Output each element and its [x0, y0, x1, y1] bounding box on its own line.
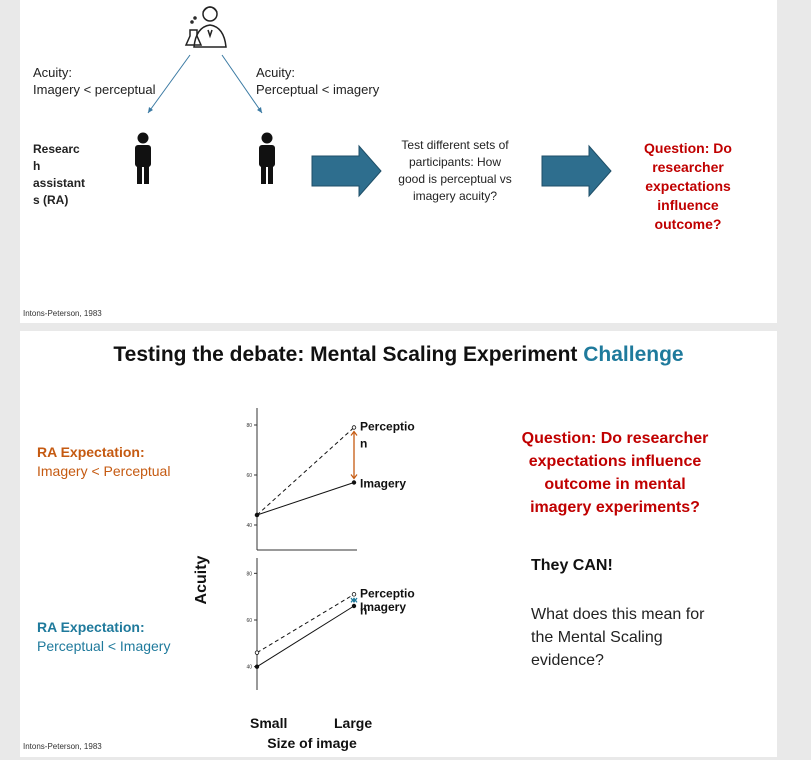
- x-axis-label: Size of image: [267, 735, 357, 751]
- series-label: Perceptio: [360, 586, 415, 600]
- citation: Intons-Peterson, 1983: [23, 742, 102, 751]
- series-label: Imagery: [360, 600, 406, 614]
- title-accent: Challenge: [583, 343, 684, 366]
- data-point: [351, 425, 357, 430]
- question-top: Question: Do researcher expectations inf…: [644, 140, 732, 232]
- branch-arrow-right: [221, 54, 263, 114]
- answer-text: They CAN!: [531, 557, 613, 574]
- data-point: [351, 480, 357, 485]
- y-tick-label: 40: [246, 523, 252, 529]
- data-point: [351, 603, 357, 609]
- series-label: Imagery: [360, 477, 406, 491]
- acuity-left-label: Acuity: Imagery < perceptual: [33, 65, 156, 97]
- series-label: n: [360, 603, 367, 617]
- y-tick-label: 60: [246, 473, 252, 479]
- ra-label: Researc h assistant s (RA): [33, 142, 86, 207]
- title-main: Testing the debate: Mental Scaling Exper…: [113, 343, 584, 366]
- followup-text: What does this mean for the Mental Scali…: [531, 606, 705, 669]
- gap-arrowhead: [350, 597, 358, 603]
- right-arrow-icon: [541, 144, 612, 198]
- y-axis-label: Acuity: [193, 555, 210, 604]
- y-tick-label: 80: [246, 571, 252, 577]
- series-label: Perceptio: [360, 420, 415, 434]
- x-category-label: Large: [334, 715, 372, 731]
- x-category-label: Small: [250, 715, 287, 731]
- series-line: [256, 605, 355, 668]
- person-icon: [135, 132, 151, 184]
- data-point: [254, 650, 260, 655]
- right-arrow-icon: [311, 144, 382, 198]
- y-tick-label: 80: [246, 423, 252, 429]
- slide-top: Acuity: Imagery < perceptual Acuity: Per…: [20, 0, 777, 323]
- series-line: [256, 482, 355, 516]
- ra-expectation-2: RA Expectation: Perceptual < Imagery: [37, 618, 170, 656]
- ra2-title: RA Expectation:: [37, 619, 145, 635]
- series-line: [256, 593, 355, 654]
- acuity-right-label: Acuity: Perceptual < imagery: [256, 65, 380, 97]
- test-description: Test different sets of participants: How…: [398, 138, 512, 203]
- gap-arrowhead: [350, 430, 358, 436]
- series-line: [256, 427, 355, 516]
- data-point: [254, 664, 260, 669]
- gap-arrowhead: [350, 474, 358, 480]
- series-label: n: [360, 437, 367, 451]
- data-point: [254, 512, 260, 518]
- citation: Intons-Peterson, 1983: [23, 309, 102, 318]
- branch-arrow-left: [147, 54, 191, 114]
- scientist-icon: [184, 6, 227, 48]
- slide-title: Testing the debate: Mental Scaling Exper…: [20, 343, 777, 367]
- question-bottom: Question: Do researcher expectations inf…: [521, 430, 709, 516]
- y-tick-label: 40: [246, 665, 252, 671]
- slide-bottom: Testing the debate: Mental Scaling Exper…: [20, 331, 777, 757]
- person-icon: [259, 132, 275, 184]
- ra1-text: Imagery < Perceptual: [37, 463, 171, 479]
- y-tick-label: 60: [246, 618, 252, 624]
- diagram-layer: [135, 6, 612, 198]
- ra2-text: Perceptual < Imagery: [37, 638, 171, 654]
- data-point: [351, 592, 357, 597]
- ra-expectation-1: RA Expectation: Imagery < Perceptual: [37, 443, 170, 481]
- ra1-title: RA Expectation:: [37, 444, 145, 460]
- gap-arrowhead: [350, 597, 358, 603]
